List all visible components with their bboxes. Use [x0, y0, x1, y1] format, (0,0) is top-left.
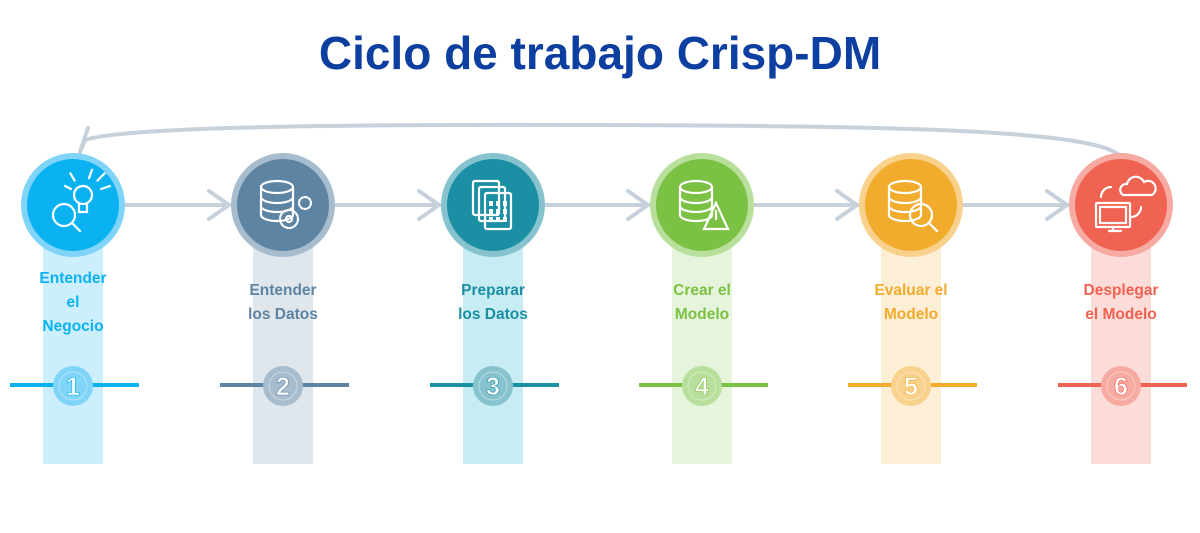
step-label-line: Negocio: [42, 318, 104, 335]
step-5: 5: [848, 153, 977, 406]
step-number: 4: [695, 373, 709, 401]
step-label-line: el: [66, 294, 80, 311]
database-search-icon: [887, 179, 939, 233]
step-label: Crear el Modelo: [632, 279, 772, 327]
step-number: 2: [276, 373, 290, 401]
cloud-monitor-icon: [1094, 175, 1157, 233]
database-chart-icon: [678, 179, 730, 231]
step-number: 1: [66, 373, 80, 401]
step-number-circle: [268, 371, 298, 401]
return-arrowhead: [78, 126, 90, 154]
step-label-line: Modelo: [883, 306, 939, 323]
step-number-circle: [1106, 371, 1136, 401]
documents-table-icon: [471, 179, 513, 231]
arrowhead: [1045, 189, 1069, 221]
step-4: 4: [639, 153, 768, 406]
step-label: Entender los Datos: [213, 279, 353, 327]
step-label-line: el Modelo: [1085, 306, 1157, 323]
step-circle: [237, 159, 329, 251]
arrowhead: [835, 189, 859, 221]
step-label-line: Preparar: [461, 282, 525, 299]
arrowhead: [207, 189, 231, 221]
step-label: Desplegar el Modelo: [1051, 279, 1191, 327]
step-2: 2: [220, 153, 349, 406]
lightbulb-search-icon: [51, 168, 112, 233]
step-3: 3: [430, 153, 559, 406]
step-label-line: los Datos: [248, 306, 318, 323]
step-number-circle: [478, 371, 508, 401]
return-arrow: [78, 122, 1123, 159]
arrowhead: [626, 189, 650, 221]
step-label-line: los Datos: [458, 306, 528, 323]
arrowhead: [417, 189, 441, 221]
step-label-line: Desplegar: [1083, 282, 1159, 299]
step-circle: [1075, 159, 1167, 251]
step-number: 3: [486, 373, 500, 401]
step-column-band: [43, 240, 103, 464]
step-number-circle: [896, 371, 926, 401]
step-circle: [865, 159, 957, 251]
step-column-band: [253, 240, 313, 464]
step-circle: [27, 159, 119, 251]
step-column-band: [1091, 240, 1151, 464]
step-label-line: Evaluar el: [874, 282, 948, 299]
page-title: Ciclo de trabajo Crisp-DM: [318, 27, 882, 79]
step-column-band: [463, 240, 523, 464]
step-number-circle: [687, 371, 717, 401]
step-1: 1: [10, 153, 139, 406]
step-number: 6: [1114, 373, 1128, 401]
step-6: 6: [1058, 153, 1187, 406]
step-label: Evaluar el Modelo: [841, 279, 981, 327]
step-column-band: [672, 240, 732, 464]
database-gears-icon: [259, 179, 313, 230]
step-number: 5: [904, 373, 918, 401]
step-circle: [656, 159, 748, 251]
step-label-line: Modelo: [674, 306, 730, 323]
step-label-line: Entender: [39, 270, 107, 287]
step-number-circle: [58, 371, 88, 401]
step-column-band: [881, 240, 941, 464]
step-label-line: Crear el: [673, 282, 731, 299]
step-label-line: Entender: [249, 282, 317, 299]
step-label: Preparar los Datos: [423, 279, 563, 327]
